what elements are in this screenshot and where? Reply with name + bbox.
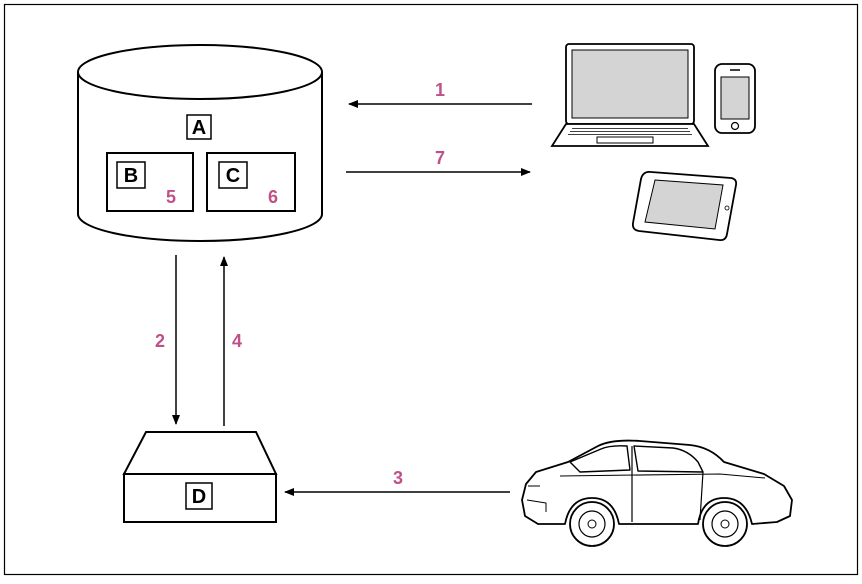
step-3-label: 3 <box>393 468 403 488</box>
step-4-label: 4 <box>232 331 242 351</box>
box-b-frame <box>116 161 146 189</box>
step-5-label: 5 <box>166 187 176 207</box>
box-a-label: A <box>192 117 206 139</box>
step-7-label: 7 <box>435 148 445 168</box>
step-2-label: 2 <box>155 331 165 351</box>
device-box-icon <box>122 431 278 523</box>
laptop-icon <box>550 43 710 147</box>
box-c-label: C <box>226 165 240 187</box>
box-a-frame <box>186 114 212 140</box>
step-6-label: 6 <box>268 187 278 207</box>
box-d-frame <box>185 482 213 510</box>
box-c-frame <box>218 161 248 189</box>
step-1-label: 1 <box>435 80 445 100</box>
box-b-label: B <box>124 165 138 187</box>
car-icon <box>521 439 793 547</box>
box-d-label: D <box>192 486 206 508</box>
tablet-icon <box>631 170 738 242</box>
smartphone-icon <box>714 63 756 134</box>
